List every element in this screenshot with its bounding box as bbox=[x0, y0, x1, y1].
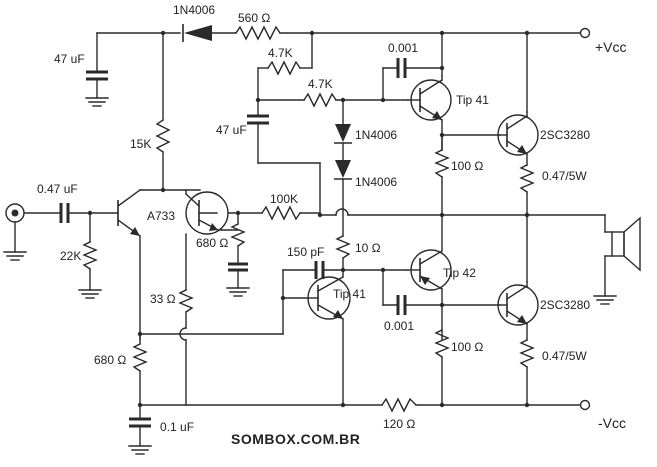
capacitor-047uf-input: 0.47 uF bbox=[37, 182, 119, 223]
resistor-047-bot-label: 0.47/5W bbox=[542, 349, 587, 363]
resistor-33-label: 33 Ω bbox=[150, 292, 176, 306]
resistor-680-bot-label: 680 Ω bbox=[94, 353, 126, 367]
resistor-4k7-b-label: 4.7K bbox=[308, 77, 333, 91]
diode-1n4006-mid-b: 1N4006 bbox=[334, 160, 397, 237]
diode-1n4006-mid-a-label: 1N4006 bbox=[355, 128, 397, 142]
transistor-tip42: Tip 42 bbox=[342, 249, 476, 341]
resistor-560: 560 Ω bbox=[235, 11, 281, 41]
capacitor-01uf-label: 0.1 uF bbox=[160, 420, 194, 434]
transistor-tip42-label: Tip 42 bbox=[443, 266, 476, 280]
transistor-2sc3280-top: 2SC3280 bbox=[497, 32, 590, 166]
resistor-15k: 15K bbox=[130, 32, 171, 191]
resistor-680-mid-label: 680 Ω bbox=[196, 236, 228, 250]
diode-1n4006-top: 1N4006 bbox=[173, 3, 215, 42]
resistor-100-bot: 100 Ω bbox=[434, 329, 483, 406]
resistor-120-label: 120 Ω bbox=[383, 417, 415, 431]
capacitor-47uf-mid-label: 47 uF bbox=[216, 123, 247, 137]
capacitor-01uf: 0.1 uF bbox=[128, 404, 194, 455]
resistor-4k7-b: 4.7K bbox=[257, 77, 409, 108]
capacitor-0001-bot: 0.001 bbox=[382, 269, 443, 333]
resistor-680-mid: 680 Ω bbox=[196, 212, 250, 297]
resistor-100-top-label: 100 Ω bbox=[451, 159, 483, 173]
capacitor-150pf-label: 150 pF bbox=[287, 245, 324, 259]
capacitor-0001-bot-label: 0.001 bbox=[384, 319, 414, 333]
negative-rail-label: -Vcc bbox=[598, 415, 626, 431]
speaker-icon bbox=[593, 216, 641, 305]
resistor-10-label: 10 Ω bbox=[355, 241, 381, 255]
capacitor-47uf-mid: 47 uF bbox=[216, 99, 321, 216]
positive-rail-terminal bbox=[579, 27, 591, 39]
capacitor-0001-top-label: 0.001 bbox=[388, 41, 418, 55]
brand-text: SOMBOX.COM.BR bbox=[231, 431, 360, 447]
transistor-2sc3280-bot: 2SC3280 bbox=[497, 214, 590, 341]
diode-1n4006-top-label: 1N4006 bbox=[173, 3, 215, 17]
positive-rail-label: +Vcc bbox=[595, 39, 627, 55]
resistor-100k: 100K bbox=[261, 192, 321, 221]
resistor-33: 33 Ω bbox=[150, 289, 194, 406]
transistor-2sc3280-top-label: 2SC3280 bbox=[540, 128, 590, 142]
transistor-input bbox=[117, 189, 164, 341]
negative-rail-terminal bbox=[579, 399, 591, 411]
resistor-047-bot: 0.47/5W bbox=[519, 339, 587, 406]
transistor-a733: A733 bbox=[147, 189, 263, 291]
resistor-100-bot-label: 100 Ω bbox=[451, 340, 483, 354]
input-jack bbox=[3, 203, 61, 261]
transistor-tip41-top: Tip 41 bbox=[407, 32, 489, 151]
resistor-120: 120 Ω bbox=[381, 397, 417, 431]
resistor-10: 10 Ω bbox=[335, 235, 381, 271]
capacitor-047uf-input-label: 0.47 uF bbox=[37, 182, 78, 196]
capacitor-0001-top: 0.001 bbox=[382, 41, 443, 101]
resistor-4k7-a-label: 4.7K bbox=[268, 46, 293, 60]
resistor-680-bot: 680 Ω bbox=[94, 333, 148, 406]
diode-1n4006-mid-b-label: 1N4006 bbox=[355, 175, 397, 189]
positive-rail: +Vcc bbox=[96, 27, 627, 55]
transistor-a733-label: A733 bbox=[147, 209, 175, 223]
transistor-tip41-bot-label: Tip 41 bbox=[333, 287, 366, 301]
transistor-2sc3280-bot-label: 2SC3280 bbox=[540, 298, 590, 312]
resistor-4k7-a: 4.7K bbox=[257, 32, 313, 101]
output-line bbox=[319, 208, 606, 297]
diode-1n4006-mid-a: 1N4006 bbox=[334, 99, 397, 161]
resistor-22k-label: 22K bbox=[60, 249, 81, 263]
capacitor-47uf-left: 47 uF bbox=[54, 32, 109, 107]
transistor-tip41-top-label: Tip 41 bbox=[456, 93, 489, 107]
transistor-tip41-bot: Tip 41 bbox=[307, 269, 366, 406]
capacitor-47uf-left-label: 47 uF bbox=[54, 52, 85, 66]
resistor-560-label: 560 Ω bbox=[238, 11, 270, 25]
resistor-100k-label: 100K bbox=[270, 192, 298, 206]
resistor-047-top: 0.47/5W bbox=[519, 164, 587, 216]
resistor-15k-label: 15K bbox=[130, 137, 151, 151]
resistor-22k: 22K bbox=[60, 212, 102, 299]
resistor-047-top-label: 0.47/5W bbox=[542, 169, 587, 183]
capacitor-150pf: 150 pF bbox=[282, 245, 344, 279]
resistor-100-top: 100 Ω bbox=[434, 134, 483, 251]
